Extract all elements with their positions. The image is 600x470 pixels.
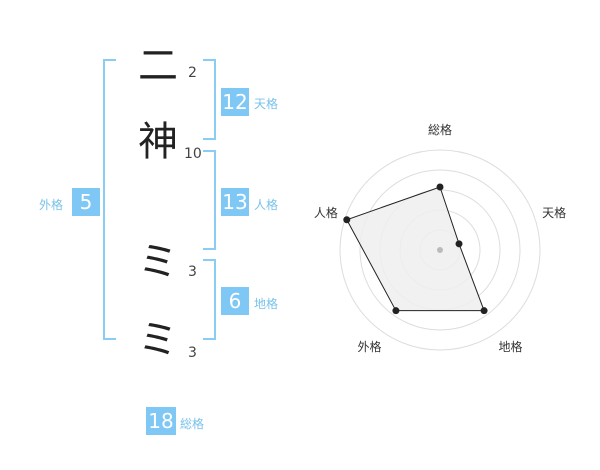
soukaku-value: 18 bbox=[146, 407, 176, 435]
radar-axis-label-1: 総格 bbox=[428, 122, 452, 137]
radar-ring bbox=[339, 149, 541, 351]
radar-point-4 bbox=[392, 307, 400, 315]
chikaku-value: 6 bbox=[221, 287, 249, 315]
radar-point-1 bbox=[436, 183, 444, 191]
gaikaku-label: 外格 bbox=[39, 198, 64, 212]
soukaku-label: 総格 bbox=[180, 417, 205, 431]
radar-ring bbox=[359, 169, 521, 331]
name-char-3: ミ bbox=[138, 239, 178, 285]
radar-polygon bbox=[346, 186, 485, 312]
name-char-2: 神 bbox=[138, 119, 178, 165]
jinkaku-label: 人格 bbox=[254, 198, 279, 212]
radar-point-5 bbox=[343, 216, 351, 224]
stroke-count-2: 10 bbox=[184, 146, 202, 162]
radar-point-3 bbox=[480, 307, 488, 315]
tenkaku-value: 12 bbox=[221, 88, 249, 116]
name-char-1: 二 bbox=[138, 43, 178, 89]
radar-axis-label-4: 外格 bbox=[357, 339, 381, 354]
chikaku-label: 地格 bbox=[254, 297, 279, 311]
radar-point-2 bbox=[455, 240, 463, 248]
stroke-count-1: 2 bbox=[188, 65, 197, 81]
stroke-count-4: 3 bbox=[188, 345, 197, 361]
gaikaku-value: 5 bbox=[72, 188, 100, 216]
tenkaku-label: 天格 bbox=[254, 97, 279, 111]
radar-center bbox=[437, 247, 443, 253]
jinkaku-value: 13 bbox=[221, 188, 249, 216]
stroke-count-3: 3 bbox=[188, 264, 197, 280]
name-char-4: ミ bbox=[138, 317, 178, 363]
radar-axis-label-2: 天格 bbox=[542, 205, 566, 220]
radar-axis-label-3: 地格 bbox=[499, 339, 523, 354]
radar-axis-label-5: 人格 bbox=[314, 205, 338, 220]
